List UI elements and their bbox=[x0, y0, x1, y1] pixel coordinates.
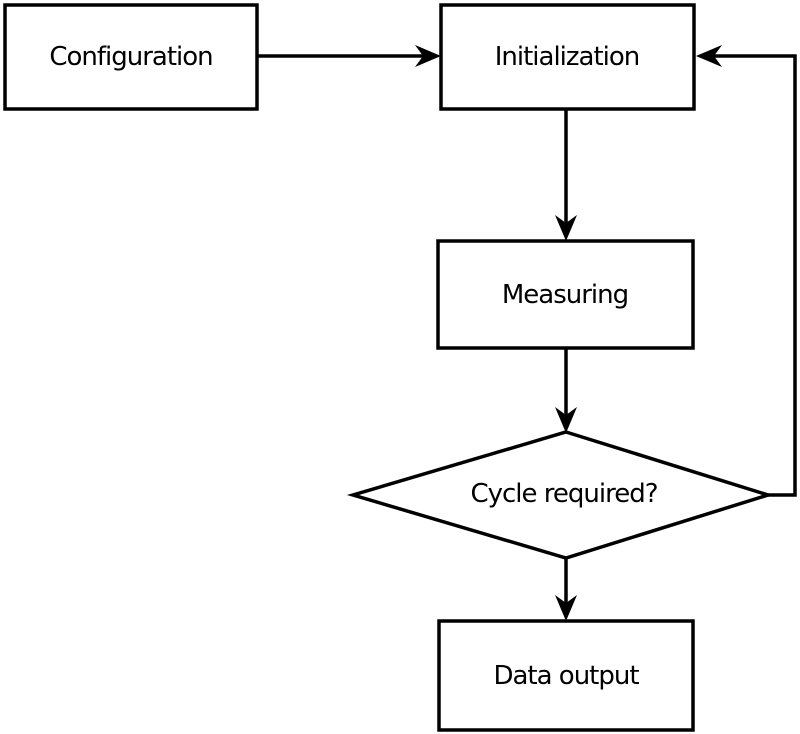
cycle-required-label: Cycle required? bbox=[470, 479, 657, 509]
node-cycle-required: Cycle required? bbox=[346, 430, 774, 560]
edges bbox=[257, 45, 797, 621]
node-measuring: Measuring bbox=[436, 239, 695, 350]
data-output-box bbox=[437, 619, 695, 732]
configuration-label: Configuration bbox=[49, 42, 212, 72]
arrowhead-initialization-to-measuring bbox=[555, 215, 577, 241]
nodes: Configuration Initialization Measuring C… bbox=[3, 3, 774, 732]
arrowhead-measuring-to-cycle-required bbox=[555, 407, 577, 433]
measuring-label: Measuring bbox=[502, 280, 628, 310]
node-initialization: Initialization bbox=[439, 3, 696, 111]
configuration-box bbox=[3, 3, 259, 111]
node-configuration: Configuration bbox=[3, 3, 259, 111]
data-output-label: Data output bbox=[493, 661, 639, 691]
measuring-box bbox=[436, 239, 695, 350]
initialization-label: Initialization bbox=[495, 42, 640, 72]
arrowhead-configuration-to-initialization bbox=[415, 45, 441, 67]
node-data-output: Data output bbox=[437, 619, 695, 732]
cycle-required-diamond bbox=[346, 430, 774, 560]
initialization-box bbox=[439, 3, 696, 111]
arrowhead-cycle-required-to-data-output bbox=[555, 595, 577, 621]
edge-cycle-required-to-initialization bbox=[714, 54, 797, 497]
arrowhead-cycle-required-to-initialization bbox=[696, 45, 722, 67]
